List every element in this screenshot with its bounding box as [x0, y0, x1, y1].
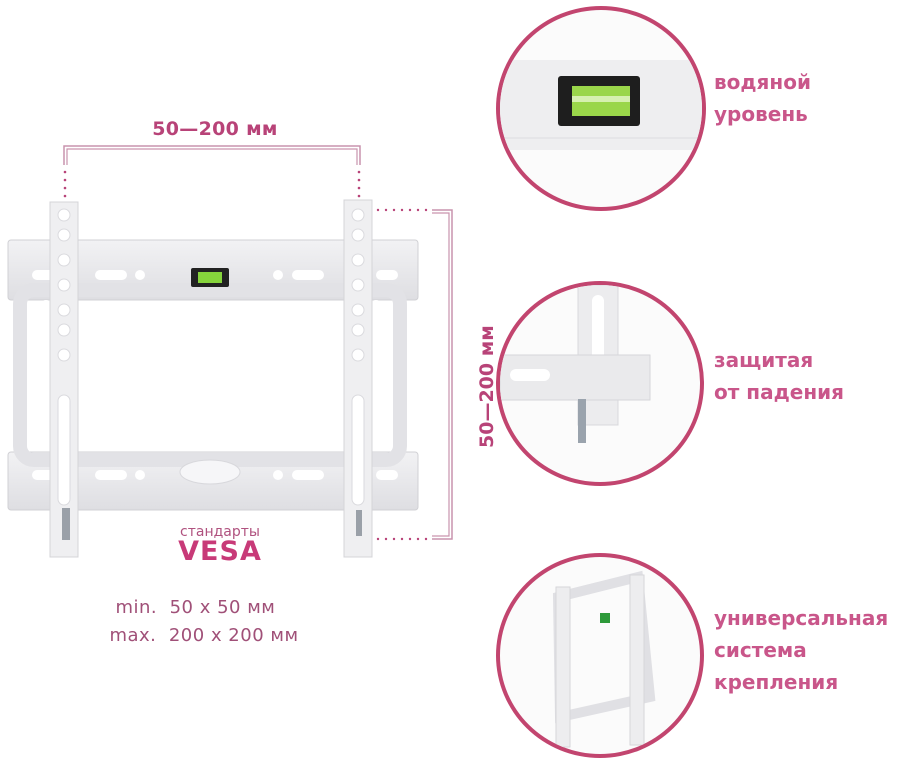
feature-universal-mounting: универсальная система крепления	[714, 606, 889, 694]
horizontal-dimension-label: 50—200 мм	[152, 118, 278, 140]
wall-mount-bracket-image	[7, 199, 419, 558]
vesa-min-label: min.	[115, 597, 158, 618]
vesa-title: VESA	[178, 536, 262, 567]
vesa-min-row: min. 50 x 50 мм	[103, 576, 275, 618]
vertical-dimension-holder: 50—200 мм	[432, 300, 498, 460]
vesa-caption: стандарты	[180, 524, 260, 540]
vesa-min-value: 50 x 50 мм	[169, 597, 276, 618]
vesa-max-value: 200 x 200 мм	[168, 625, 299, 646]
vertical-dimension-label: 50—200 мм	[476, 325, 498, 448]
water-level-closeup-icon	[496, 6, 706, 211]
vesa-max-label: max.	[109, 625, 157, 646]
fall-protection-closeup-icon	[496, 281, 704, 486]
vesa-max-row: max. 200 x 200 мм	[97, 604, 299, 646]
mounting-system-closeup-icon	[496, 553, 704, 758]
feature-fall-protection: защитая от падения	[714, 348, 844, 404]
feature-water-level: водяной уровень	[714, 70, 811, 126]
